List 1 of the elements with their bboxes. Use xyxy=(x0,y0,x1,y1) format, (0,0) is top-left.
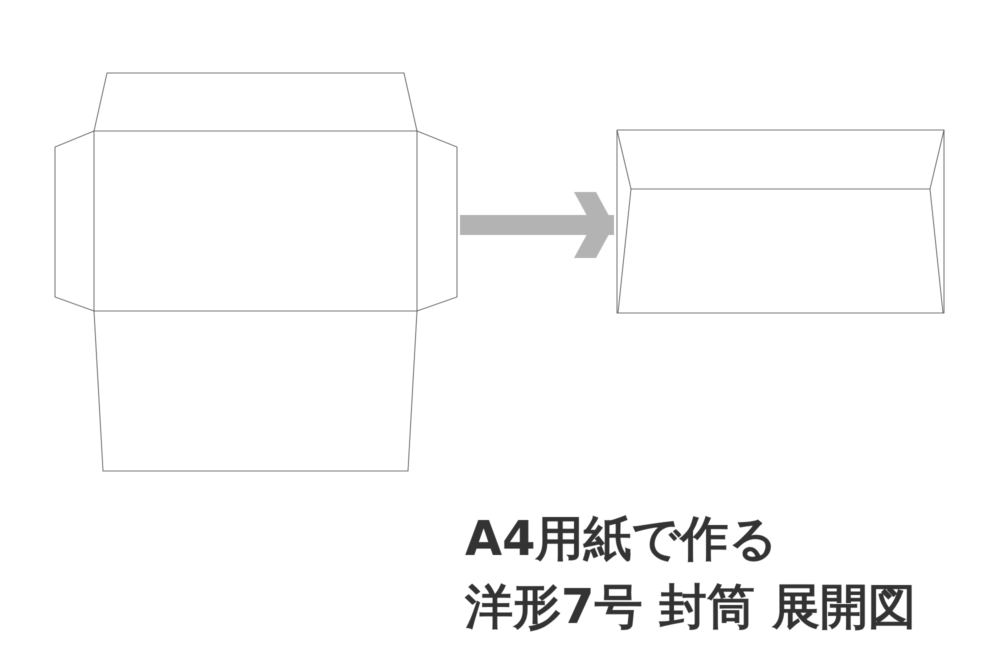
title: A4用紙で作る洋形7号 封筒 展開図 xyxy=(465,510,917,637)
